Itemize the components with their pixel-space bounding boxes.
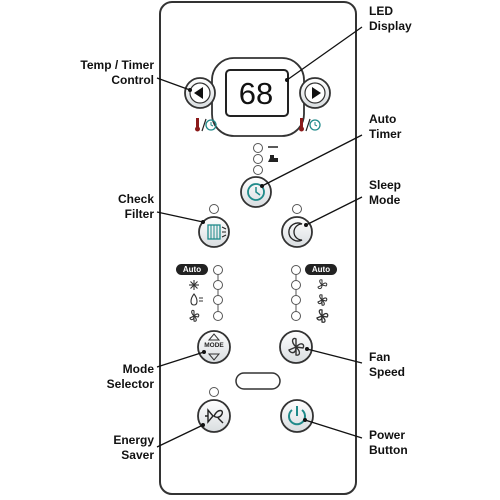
leader-energy-saver <box>156 424 204 448</box>
check-filter-button[interactable] <box>198 216 230 248</box>
energy-saver-icon <box>205 408 224 424</box>
callout-arrowheads <box>188 78 309 427</box>
power-button[interactable] <box>280 399 314 433</box>
mode-button[interactable] <box>197 330 231 364</box>
snowflake-icon <box>189 280 199 290</box>
sleep-mode-button[interactable]: * <box>281 216 313 248</box>
leader-fan-speed <box>306 348 363 364</box>
temp-up-button[interactable] <box>299 77 331 109</box>
energy-saver-led <box>209 387 219 397</box>
mode-indicators <box>213 265 223 321</box>
callout-leaders <box>156 26 363 448</box>
thermometer-clock-icon-left <box>195 118 217 132</box>
display-value: 68 <box>238 76 274 111</box>
leader-auto-timer <box>261 134 363 187</box>
auto-timer-button[interactable] <box>240 176 272 208</box>
filter-icon <box>207 224 227 240</box>
mode-button-label: MODE <box>204 342 224 349</box>
fan-speed-low-icon <box>317 279 328 290</box>
mode-auto-badge: Auto <box>176 264 208 275</box>
triangle-right-icon <box>312 87 321 99</box>
fan-icon-mode <box>189 309 200 322</box>
leader-led-display <box>286 26 363 81</box>
temp-down-button[interactable] <box>184 77 216 109</box>
leader-sleep-mode <box>305 196 363 226</box>
fan-auto-badge: Auto <box>305 264 337 275</box>
leader-temp-timer <box>156 77 191 91</box>
fan-indicators <box>291 265 301 321</box>
fan-speed-high-icon <box>316 309 329 323</box>
leader-power <box>304 419 363 439</box>
fan-icon <box>288 337 305 356</box>
leader-check-filter <box>156 211 204 223</box>
filter-led <box>209 204 219 214</box>
ir-receiver-window <box>235 372 281 390</box>
droplet-icon <box>190 293 203 306</box>
thermometer-clock-icon-right <box>299 118 321 132</box>
led-display <box>225 69 289 117</box>
leader-mode-selector <box>156 351 205 368</box>
fan-speed-button[interactable] <box>279 330 313 364</box>
sleep-led <box>292 204 302 214</box>
svg-text:*: * <box>289 227 292 233</box>
timer-indicators <box>253 143 278 175</box>
energy-saver-button[interactable] <box>197 399 231 433</box>
fan-speed-mid-icon <box>317 294 328 306</box>
sleep-moon-icon <box>288 222 303 242</box>
remote-body <box>159 1 357 495</box>
triangle-left-icon <box>194 87 203 99</box>
power-icon <box>288 406 306 426</box>
timer-icon <box>247 183 265 201</box>
